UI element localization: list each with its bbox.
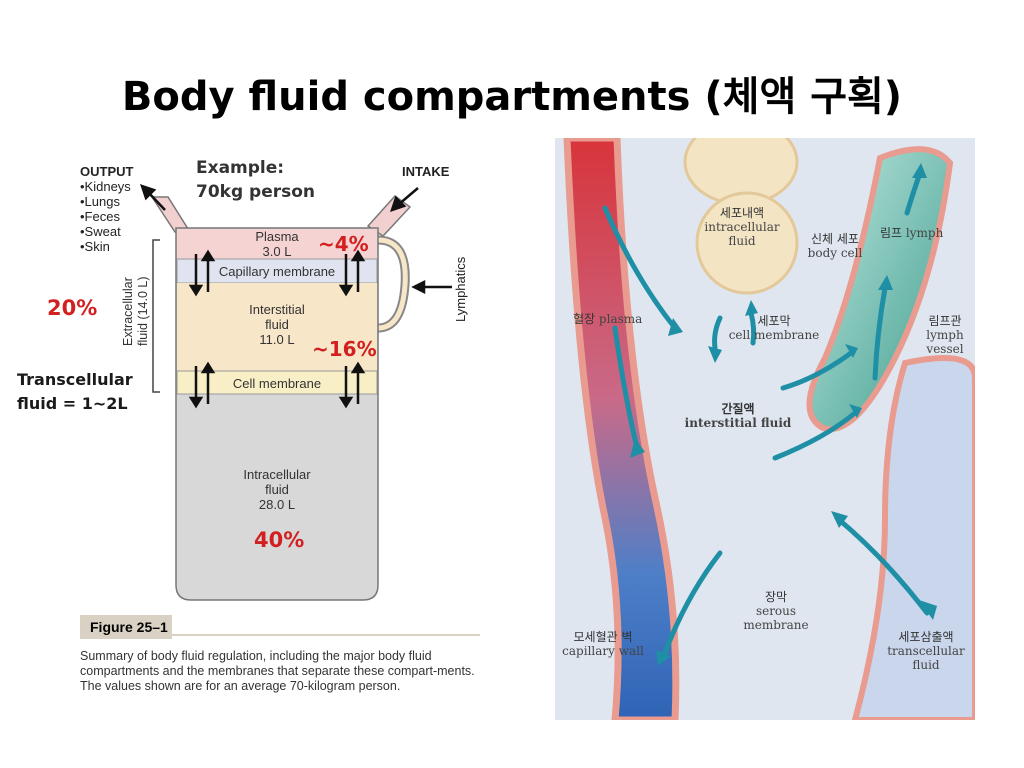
lymph-ko-label: 림프 xyxy=(880,226,903,240)
lymph-vessel-ko-label: 림프관 xyxy=(928,314,962,328)
intracellular-en-label: intracellular xyxy=(704,220,780,234)
extracellular-volume-label: fluid (14.0 L) xyxy=(136,276,150,346)
transcellular-ko-label: 세포삼출액 xyxy=(898,630,954,644)
capillary-wall-en-label: capillary wall xyxy=(562,644,644,658)
intracellular-ko-label: 세포내액 xyxy=(719,206,765,220)
interstitial-percent: ~16% xyxy=(312,337,377,361)
ecf-percent: 20% xyxy=(47,296,98,320)
output-item-feces: •Feces xyxy=(80,209,120,224)
page-title: Body fluid compartments (체액 구획) xyxy=(121,74,903,120)
transcellular-line2: fluid = 1~2L xyxy=(17,394,128,413)
intracellular-en-label-2: fluid xyxy=(728,234,756,248)
lymph-en-label: lymph xyxy=(905,226,944,240)
serous-ko-label: 장막 xyxy=(764,590,788,604)
lymph-vessel-en-label-2: vessel xyxy=(926,342,964,356)
capillary-wall-ko-label: 모세혈관 벽 xyxy=(573,630,633,644)
plasma-ko-label: 혈장 xyxy=(573,312,596,326)
interstitial-volume: 11.0 L xyxy=(259,332,295,347)
cell-membrane-en-label: cell membrane xyxy=(728,328,820,342)
lymphatics-label: Lymphatics xyxy=(453,256,468,322)
plasma-percent: ~4% xyxy=(318,232,369,256)
cell-membrane-ko-label: 세포막 xyxy=(757,314,791,328)
output-item-lungs: •Lungs xyxy=(80,194,120,209)
transcellular-en-label: transcellular xyxy=(887,644,965,658)
icf-percent: 40% xyxy=(254,528,305,552)
interstitial-fluid-label: fluid xyxy=(265,317,289,332)
figure-caption: Summary of body fluid regulation, includ… xyxy=(80,649,475,693)
intracellular-label: Intracellular xyxy=(243,467,311,482)
output-item-sweat: •Sweat xyxy=(80,224,121,239)
ecf-bracket xyxy=(152,239,160,393)
output-item-skin: •Skin xyxy=(80,239,110,254)
cell-membrane-band xyxy=(176,370,378,395)
transcellular-line1: Transcellular xyxy=(17,370,133,389)
intake-label: INTAKE xyxy=(402,164,450,179)
example-sub-label: 70kg person xyxy=(196,182,316,202)
output-title: OUTPUT xyxy=(80,164,134,179)
intracellular-volume: 28.0 L xyxy=(258,497,296,512)
plasma-volume: 3.0 L xyxy=(262,244,292,259)
serous-en-label: serous membrane xyxy=(743,604,809,632)
intake-arrow xyxy=(390,187,419,212)
interstitial-label: Interstitial xyxy=(249,302,305,317)
flow-arrows xyxy=(602,173,930,661)
lymph-vessel-en-label: lymph xyxy=(926,328,964,342)
example-label: Example: xyxy=(196,158,285,178)
interstitial-band xyxy=(177,283,377,371)
body-cell xyxy=(695,191,799,295)
blood-capillary xyxy=(563,138,680,720)
figure-rule xyxy=(172,634,480,636)
cell-membrane-label: Cell membrane xyxy=(232,376,322,391)
body-cell-en-label: body cell xyxy=(807,246,863,260)
transcellular-en-label-2: fluid xyxy=(912,658,940,672)
output-item-kidneys: •Kidneys xyxy=(80,179,131,194)
extracellular-label: Extracellular xyxy=(121,277,135,346)
flow-arrowheads xyxy=(630,163,937,666)
figure-label: Figure 25–1 xyxy=(80,615,172,639)
capillary-membrane-label: Capillary membrane xyxy=(218,264,336,279)
plasma-en-label: plasma xyxy=(598,312,643,326)
lymphatics-arrow xyxy=(411,279,452,295)
body-cell-ko-label: 신체 세포 xyxy=(811,232,859,246)
interstitial-ko-label: 간질액 xyxy=(721,402,755,416)
tissue-illustration xyxy=(555,138,975,720)
plasma-label: Plasma xyxy=(255,229,299,244)
exchange-arrows xyxy=(188,249,366,409)
serous-cavity xyxy=(851,355,975,720)
intracellular-fluid-label: fluid xyxy=(265,482,289,497)
output-arrow xyxy=(140,184,166,211)
interstitial-en-label: interstitial fluid xyxy=(684,416,792,430)
capillary-membrane-band xyxy=(176,258,378,284)
